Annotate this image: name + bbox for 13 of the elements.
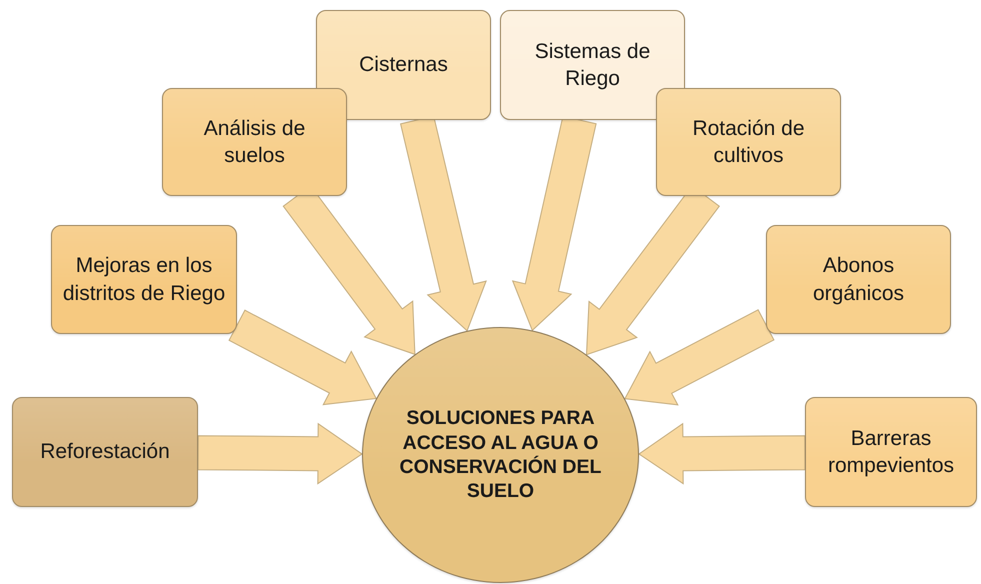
central-circle: SOLUCIONES PARA ACCESO AL AGUA O CONSERVACIÓN DEL SUELO xyxy=(362,327,639,583)
topic-box: Sistemas de Riego xyxy=(500,10,685,120)
topic-box: Barreras rompevientos xyxy=(805,397,977,507)
topic-box: Rotación de cultivos xyxy=(656,88,841,196)
block-arrow xyxy=(228,310,377,406)
topic-box: Cisternas xyxy=(316,10,491,120)
topic-box: Análisis de suelos xyxy=(162,88,347,196)
topic-box: Reforestación xyxy=(12,397,198,507)
block-arrow xyxy=(638,422,806,485)
block-arrow xyxy=(624,309,775,406)
block-arrow xyxy=(197,422,363,485)
topic-box: Mejoras en los distritos de Riego xyxy=(51,225,237,334)
topic-box: Abonos orgánicos xyxy=(766,225,951,334)
